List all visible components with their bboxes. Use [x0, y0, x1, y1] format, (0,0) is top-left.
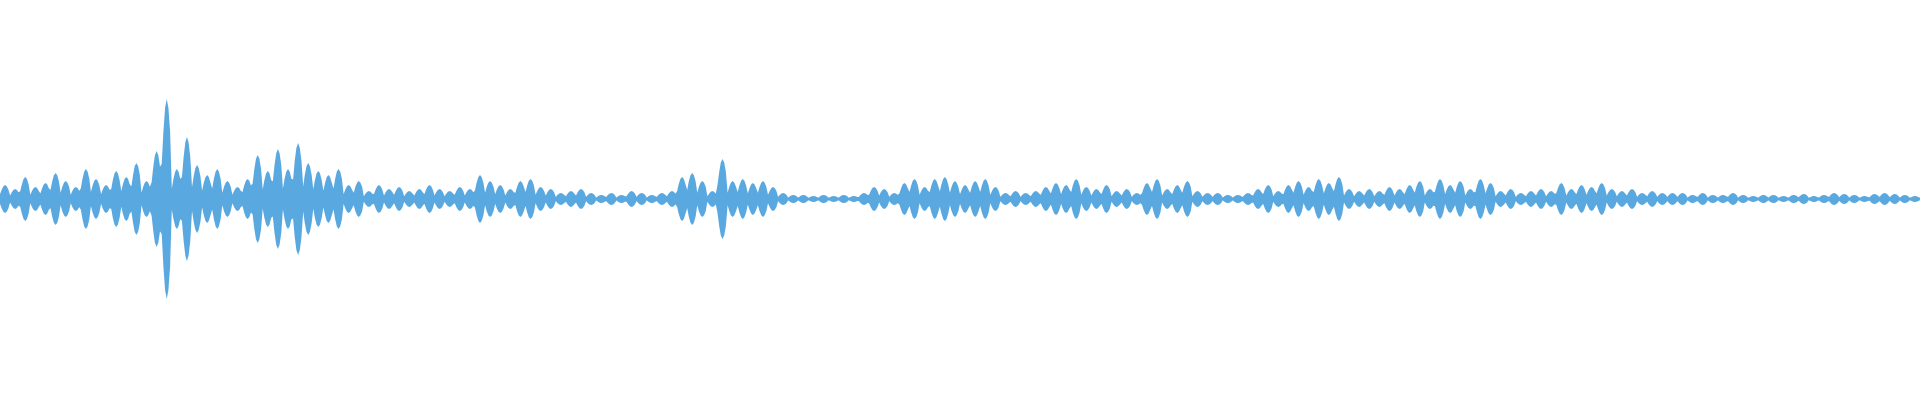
waveform-center-line [0, 198, 1920, 200]
waveform-bars [0, 99, 1920, 299]
